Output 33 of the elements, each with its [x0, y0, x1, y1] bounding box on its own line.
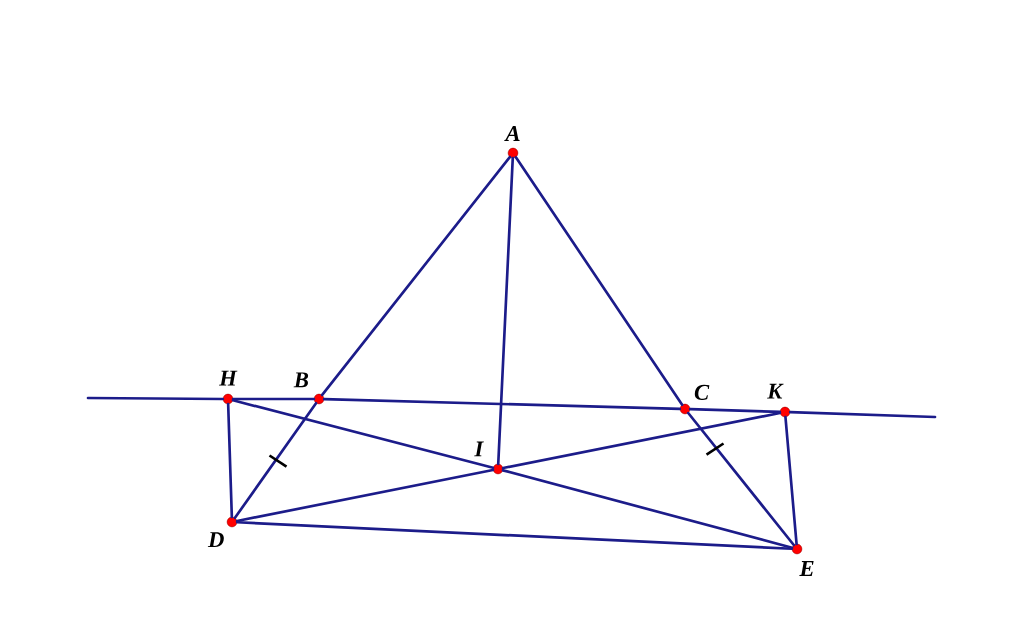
node-label: E	[799, 561, 814, 576]
line-segment	[322, 397, 682, 411]
point: D	[207, 516, 238, 548]
line-segment	[501, 469, 794, 549]
point: I	[474, 441, 504, 475]
node-label: B	[293, 372, 309, 388]
line-segment	[788, 410, 937, 419]
node-label: K	[767, 383, 784, 399]
line-segment	[686, 411, 796, 547]
line-segment	[235, 520, 794, 551]
point: H	[219, 370, 238, 405]
line-segment	[514, 155, 684, 407]
line-segment	[226, 402, 234, 519]
line-segment	[231, 398, 495, 470]
line-segment	[784, 415, 798, 546]
line-segment	[233, 401, 318, 520]
point: C	[679, 384, 710, 415]
line-segment	[231, 397, 316, 401]
node-label: C	[694, 384, 710, 400]
line-segment	[320, 155, 512, 397]
node-label: D	[207, 532, 224, 548]
line-segment	[235, 468, 495, 523]
point: K	[767, 383, 791, 418]
point: A	[504, 125, 520, 159]
node-label: A	[504, 125, 520, 141]
node-label: H	[219, 370, 238, 386]
line-segment	[688, 407, 782, 414]
line-segment	[501, 411, 782, 470]
line-segment	[86, 396, 225, 401]
line-segment	[496, 156, 515, 466]
point: B	[293, 372, 325, 405]
node-label: I	[474, 441, 484, 457]
point: E	[791, 543, 814, 576]
